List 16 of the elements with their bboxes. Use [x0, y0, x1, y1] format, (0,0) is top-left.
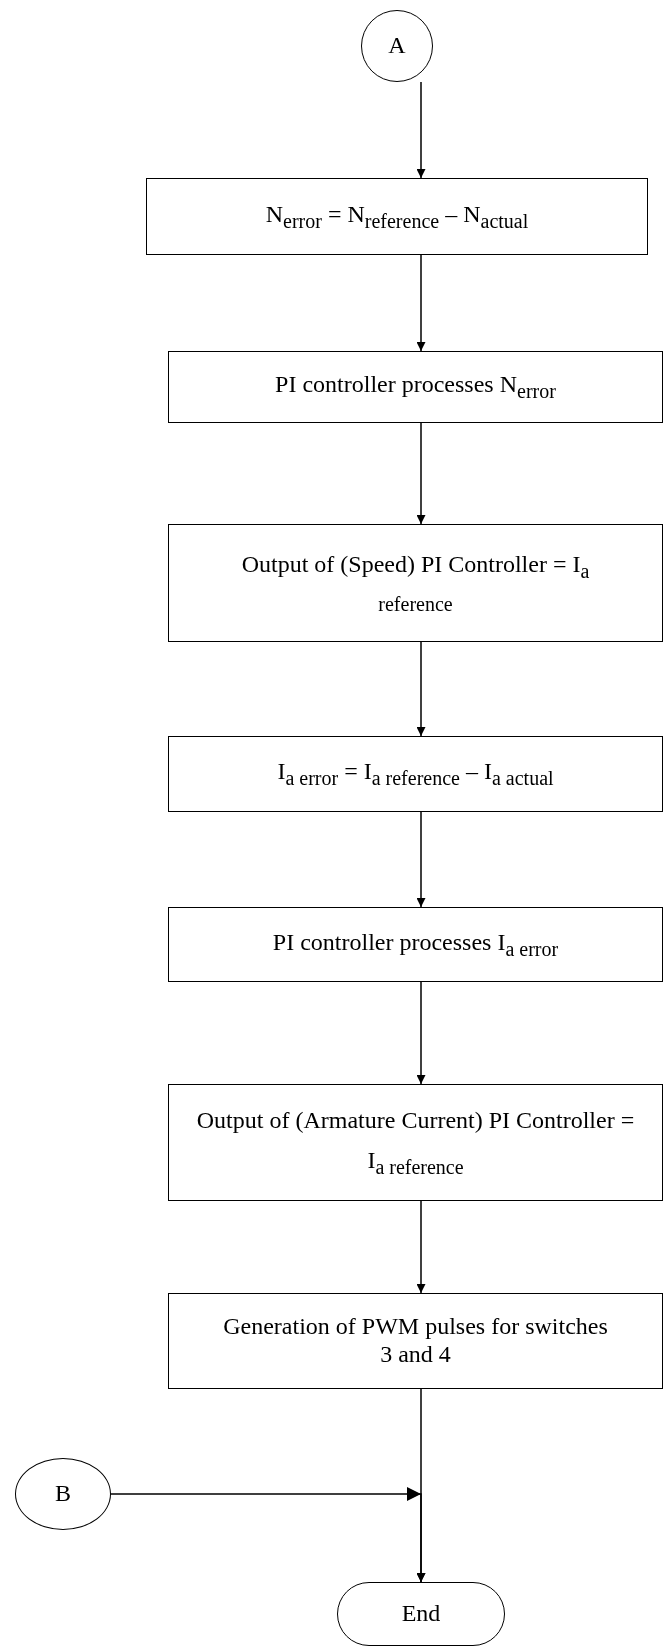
node-text: Generation of PWM pulses for switches 3 and 4 [222, 1313, 609, 1369]
node-text: I$_{a error}$ = I$_{a reference}$ – I$_{a actual}$ [277, 758, 554, 790]
process-box [168, 1293, 663, 1389]
process-box [168, 907, 663, 982]
process-box [168, 1084, 663, 1201]
node-text: End [401, 1600, 441, 1628]
node-text: PI controller processes N$_{error}$ [275, 371, 556, 403]
process-box [168, 351, 663, 423]
node-text: N$_{error}$ = N$_{reference}$ – N$_{actual}$ [265, 200, 529, 233]
node-text: Output of (Armature Current) PI Controller = I$_{a reference}$ [195, 1106, 636, 1180]
process-box [146, 178, 648, 255]
node-text: A [388, 32, 406, 60]
node-text: B [55, 1480, 71, 1508]
node-text: PI controller processes I$_{a error}$ [272, 928, 559, 961]
process-box [168, 524, 663, 642]
process-box [168, 736, 663, 812]
